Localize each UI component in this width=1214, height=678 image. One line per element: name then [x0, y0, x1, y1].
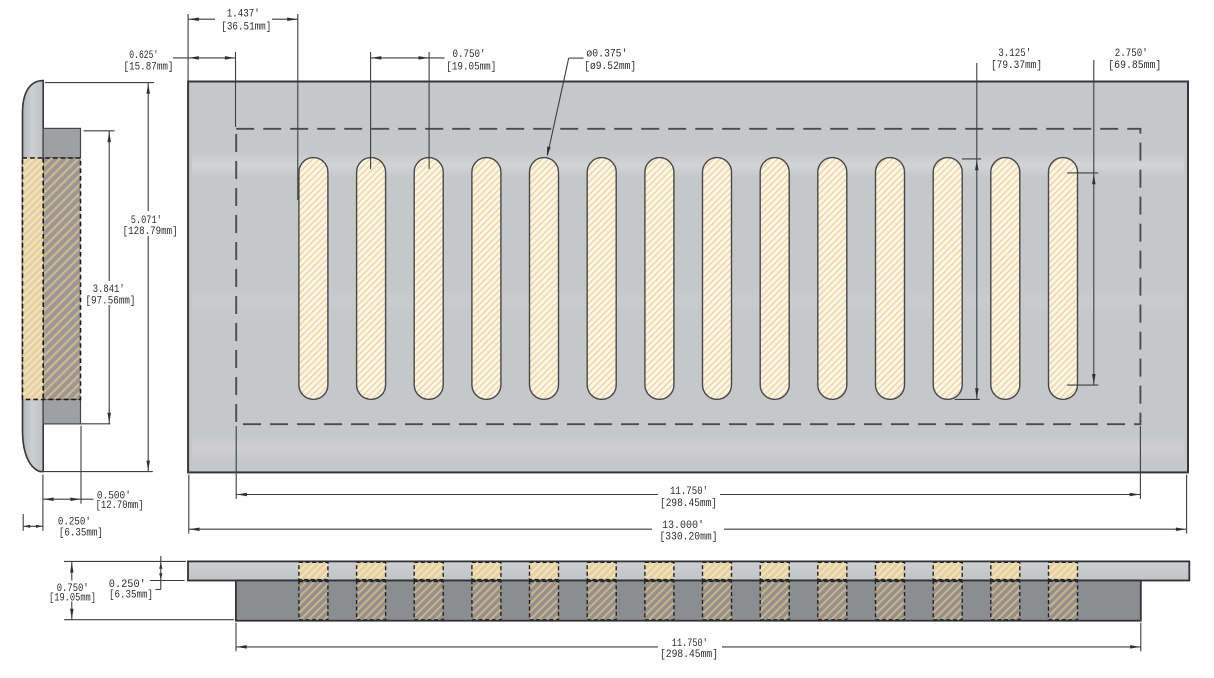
svg-text:[128.79mm]: [128.79mm]: [123, 226, 178, 238]
svg-text:[19.05mm]: [19.05mm]: [49, 592, 96, 604]
svg-text:3.841′: 3.841′: [93, 284, 125, 296]
svg-text:0.250′: 0.250′: [109, 579, 146, 591]
svg-text:[79.37mm]: [79.37mm]: [991, 60, 1042, 72]
svg-text:[97.56mm]: [97.56mm]: [86, 295, 136, 307]
svg-text:5.071′: 5.071′: [131, 215, 162, 227]
svg-text:0.750′: 0.750′: [57, 583, 89, 595]
svg-text:0.750′: 0.750′: [453, 49, 486, 61]
svg-text:13.000′: 13.000′: [662, 520, 704, 532]
svg-text:[ø9.52mm]: [ø9.52mm]: [584, 61, 636, 73]
svg-text:ø0.375′: ø0.375′: [586, 49, 627, 61]
svg-text:[298.45mm]: [298.45mm]: [660, 649, 718, 661]
svg-text:3.125′: 3.125′: [998, 48, 1031, 60]
svg-text:[19.05mm]: [19.05mm]: [446, 61, 496, 73]
svg-text:11.750′: 11.750′: [672, 638, 708, 650]
svg-text:11.750′: 11.750′: [670, 486, 708, 498]
svg-text:[12.70mm]: [12.70mm]: [96, 500, 144, 512]
svg-text:[298.45mm]: [298.45mm]: [660, 498, 717, 510]
svg-text:[330.20mm]: [330.20mm]: [660, 532, 718, 544]
svg-text:[15.87mm]: [15.87mm]: [124, 61, 174, 73]
svg-text:0.250′: 0.250′: [58, 516, 91, 528]
svg-text:1.437′: 1.437′: [227, 9, 260, 21]
svg-text:2.750′: 2.750′: [1115, 48, 1148, 60]
svg-text:0.500′: 0.500′: [97, 491, 131, 503]
svg-text:0.625′: 0.625′: [129, 50, 158, 62]
svg-text:[6.35mm]: [6.35mm]: [59, 528, 103, 540]
svg-text:[69.85mm]: [69.85mm]: [1108, 60, 1161, 72]
svg-text:[6.35mm]: [6.35mm]: [109, 590, 153, 602]
svg-text:[36.51mm]: [36.51mm]: [221, 21, 271, 33]
